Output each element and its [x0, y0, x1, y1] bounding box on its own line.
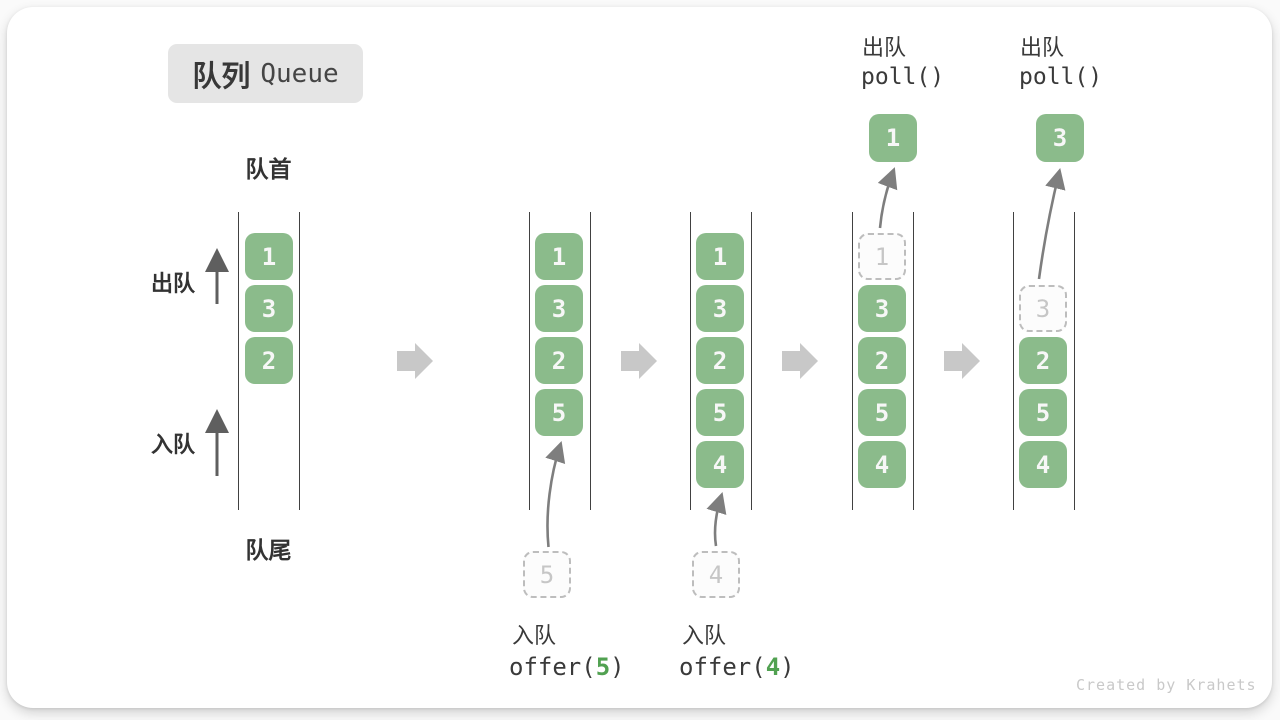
queue-column-1 — [238, 212, 300, 510]
dequeue-op-label: 出队 — [862, 35, 907, 60]
enqueue-side-label: 入队 — [151, 432, 196, 457]
polled-value-box: 1 — [869, 114, 917, 162]
enqueue-op-label: 入队 — [682, 623, 727, 648]
queue-cell: 3 — [858, 285, 906, 332]
code-fn: offer( — [679, 653, 766, 681]
queue-cell: 4 — [696, 441, 744, 488]
queue-cell: 2 — [535, 337, 583, 384]
code-close: ) — [610, 653, 625, 681]
staging-value-box: 5 — [523, 551, 571, 598]
queue-cell: 1 — [245, 233, 293, 280]
code-fn: offer( — [509, 653, 596, 681]
queue-column-3 — [690, 212, 752, 510]
queue-column-2 — [529, 212, 591, 510]
queue-cell: 2 — [858, 337, 906, 384]
queue-cell: 5 — [858, 389, 906, 436]
title-badge: 队列 Queue — [168, 44, 363, 103]
queue-front-label: 队首 — [245, 156, 292, 182]
dequeue-op-label: 出队 — [1020, 35, 1065, 60]
staging-value-box: 4 — [692, 551, 740, 598]
removed-cell-ghost: 3 — [1019, 285, 1067, 332]
polled-value-box: 3 — [1036, 114, 1084, 162]
queue-cell: 1 — [535, 233, 583, 280]
queue-cell: 3 — [245, 285, 293, 332]
diagram-card — [7, 7, 1272, 708]
queue-cell: 2 — [1019, 337, 1067, 384]
queue-rear-label: 队尾 — [245, 537, 292, 563]
queue-cell: 4 — [1019, 441, 1067, 488]
queue-cell: 3 — [696, 285, 744, 332]
code-arg: 5 — [595, 653, 611, 681]
queue-column-4 — [852, 212, 914, 510]
queue-cell: 2 — [245, 337, 293, 384]
queue-cell: 5 — [1019, 389, 1067, 436]
dequeue-side-label: 出队 — [151, 271, 196, 296]
queue-cell: 4 — [858, 441, 906, 488]
code-arg: 4 — [765, 653, 781, 681]
enqueue-op-code: offer(4) — [679, 653, 795, 681]
queue-cell: 5 — [535, 389, 583, 436]
code-close: ) — [780, 653, 795, 681]
dequeue-op-code: poll() — [1019, 64, 1103, 90]
dequeue-op-code: poll() — [861, 64, 945, 90]
title-zh: 队列 — [192, 60, 251, 93]
queue-cell: 3 — [535, 285, 583, 332]
watermark: Created by Krahets — [1076, 676, 1257, 694]
queue-cell: 5 — [696, 389, 744, 436]
enqueue-op-label: 入队 — [512, 623, 557, 648]
queue-cell: 1 — [696, 233, 744, 280]
removed-cell-ghost: 1 — [858, 233, 906, 280]
enqueue-op-code: offer(5) — [509, 653, 625, 681]
queue-cell: 2 — [696, 337, 744, 384]
title-en: Queue — [260, 58, 339, 89]
queue-column-5 — [1013, 212, 1075, 510]
